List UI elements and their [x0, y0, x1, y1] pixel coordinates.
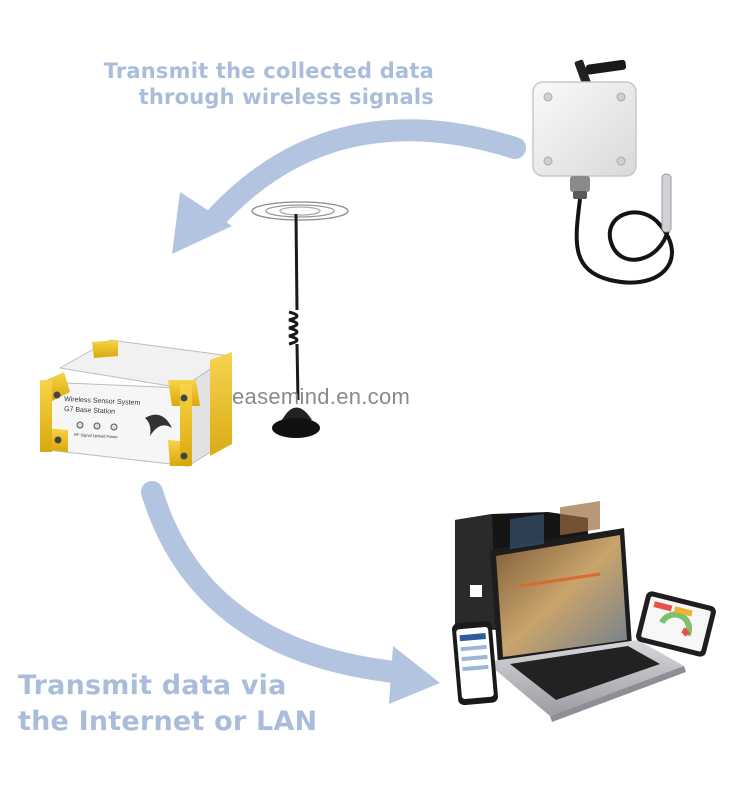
- caption-bottom-line2: the Internet or LAN: [18, 706, 318, 738]
- caption-top-line2: through wireless signals: [138, 85, 434, 110]
- base-station-antenna: [251, 201, 349, 438]
- base-station-label-line2: G7 Base Station: [64, 406, 115, 416]
- base-station-label-line1: Wireless Sensor System: [64, 396, 141, 407]
- base-station-led-labels: RF Signal Upload Power: [74, 432, 119, 439]
- caption-bottom-line1: Transmit data via: [18, 670, 287, 701]
- caption-internet-transmission: Transmit data via the Internet or LAN: [18, 668, 317, 740]
- watermark-text: easemind.en.com: [232, 384, 411, 409]
- caption-top-line1: Transmit the collected data: [103, 59, 434, 83]
- arrow-wireless: [172, 119, 526, 254]
- caption-wireless-transmission: Transmit the collected data through wire…: [104, 58, 434, 111]
- client-devices: [452, 500, 716, 722]
- base-station-device: Wireless Sensor System G7 Base Station R…: [40, 339, 232, 467]
- wireless-sensor-device: [532, 59, 674, 285]
- arrow-internet: [141, 481, 440, 704]
